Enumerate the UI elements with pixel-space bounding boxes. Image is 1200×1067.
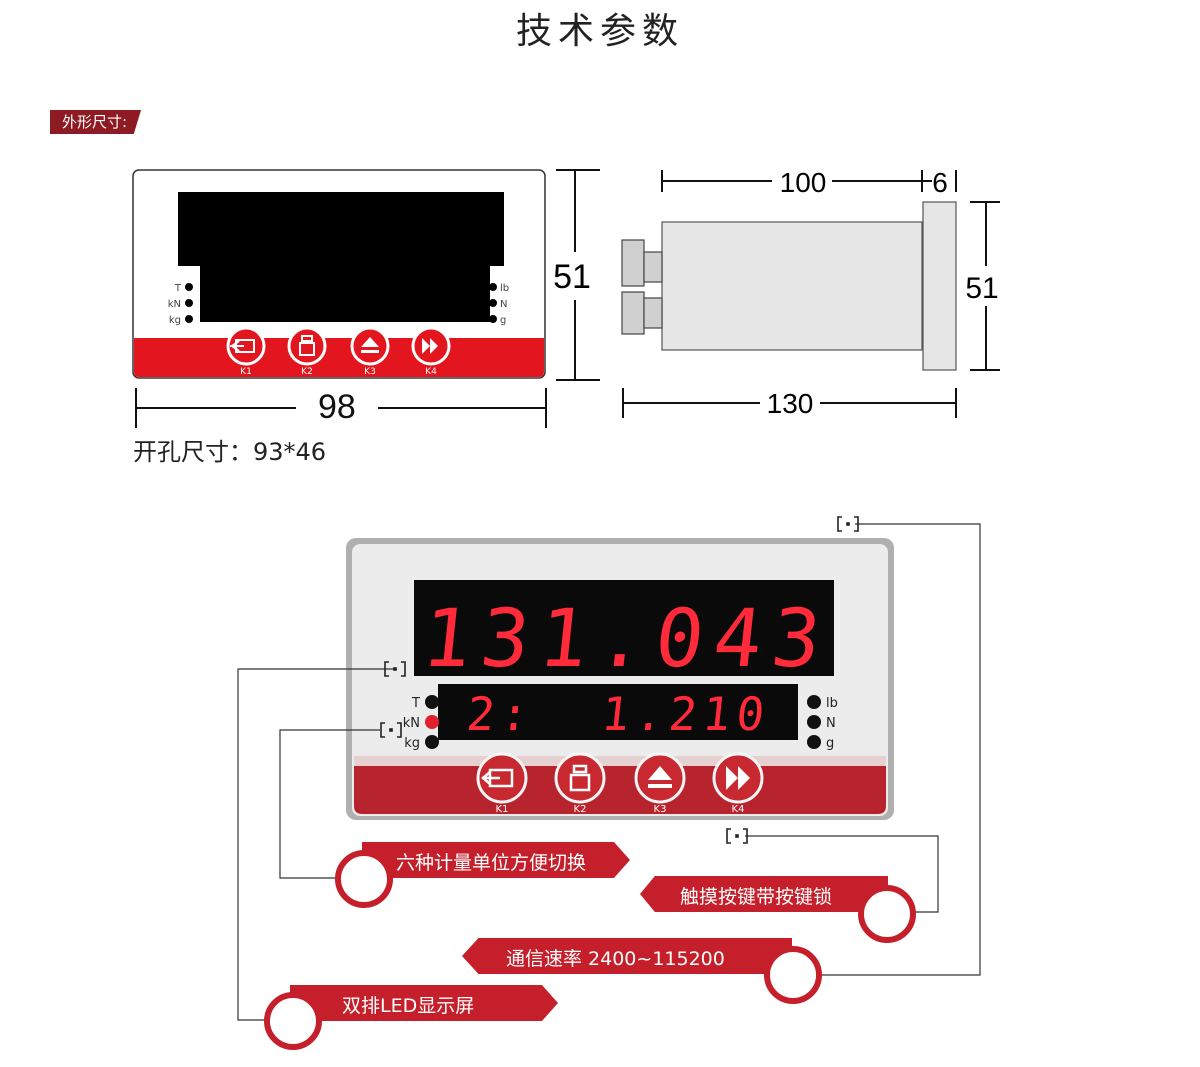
device-sub-display: 2: 1.210: [464, 687, 773, 741]
feature-callout-units: 六种计量单位方便切换: [362, 842, 630, 878]
device-left-indicators: T kN kg: [403, 695, 439, 751]
side-total-dimension-line: [622, 388, 957, 418]
side-height-dimension-line: [970, 201, 1000, 371]
device-key-k2-icon: [554, 752, 606, 804]
device-key-k4-icon: [712, 752, 764, 804]
feature-callout-led-display: 双排LED显示屏: [290, 985, 558, 1021]
feature-touch-keys-text: 触摸按键带按键锁: [680, 886, 833, 908]
feature-units-badge: [335, 850, 393, 908]
device-indicator-g: g: [826, 736, 834, 751]
side-connector-bottom: [621, 291, 663, 335]
side-height-label: 51: [965, 272, 998, 305]
device-photo: 131.043 2: 1.210 T kN kg lb N g K1 K2 K3…: [346, 538, 894, 820]
device-indicator-kn: kN: [403, 716, 420, 731]
device-key-k1-label: K1: [496, 804, 509, 815]
device-main-display-bg: [414, 580, 834, 676]
side-depth-dimension-line: [661, 170, 957, 192]
device-key-k3-label: K3: [654, 804, 667, 815]
side-total-label: 130: [767, 388, 814, 419]
front-key-k1-icon: [226, 326, 266, 366]
feature-led-display-text: 双排LED显示屏: [342, 995, 475, 1017]
front-indicator-kn: kN: [168, 299, 181, 310]
page-title: 技术参数: [515, 11, 684, 52]
device-indicator-kg: kg: [404, 736, 420, 751]
front-width-dimension-line: [135, 388, 547, 428]
side-bezel: [922, 201, 957, 371]
front-right-indicators: lb N g: [489, 283, 509, 326]
device-indicator-n: N: [826, 716, 836, 731]
device-indicator-lb: lb: [826, 696, 838, 711]
device-key-k2-label: K2: [574, 804, 587, 815]
front-key-k3-label: K3: [364, 367, 376, 377]
feature-units-text: 六种计量单位方便切换: [396, 852, 587, 874]
front-width-label: 98: [318, 388, 356, 426]
side-view-drawing: 100 6 51 130: [621, 167, 1000, 419]
front-indicator-kg: kg: [169, 315, 181, 326]
front-key-k2-label: K2: [301, 367, 313, 377]
device-main-display: 131.043: [418, 592, 835, 685]
front-indicator-t: T: [174, 283, 182, 294]
side-depth-label: 100: [780, 167, 827, 198]
section-tag: 外形尺寸:: [50, 110, 142, 134]
front-indicator-g: g: [500, 315, 506, 326]
front-key-k4-icon: [411, 326, 451, 366]
device-key-k1-icon: [476, 752, 528, 804]
device-indicator-t: T: [411, 696, 420, 711]
device-sub-display-bg: [438, 684, 798, 740]
feature-callout-touch-keys: 触摸按键带按键锁: [640, 876, 888, 912]
feature-baud-rate-badge: [764, 946, 822, 1004]
front-height-label: 51: [553, 258, 591, 296]
front-indicator-n: N: [500, 299, 507, 310]
front-key-k1-label: K1: [240, 367, 252, 377]
front-key-k4-label: K4: [425, 367, 437, 377]
feature-touch-keys-badge: [858, 885, 916, 943]
side-connector-top: [621, 239, 663, 287]
feature-callout-baud-rate: 通信速率 2400~115200: [462, 938, 792, 974]
front-display-window: [178, 192, 504, 322]
feature-baud-rate-text: 通信速率 2400~115200: [506, 948, 725, 970]
device-key-k4-label: K4: [732, 804, 745, 815]
front-left-indicators: T kN kg: [168, 283, 193, 326]
side-bezel-label: 6: [932, 167, 948, 198]
front-key-k2-icon: [287, 326, 327, 366]
front-height-dimension-line: [556, 169, 600, 381]
front-indicator-lb: lb: [500, 283, 509, 294]
front-key-k3-icon: [350, 326, 390, 366]
cutout-size-text: 开孔尺寸：93*46: [133, 438, 327, 466]
front-panel-red-band: [134, 338, 544, 377]
feature-led-display-badge: [264, 992, 322, 1050]
device-red-band: [354, 762, 886, 814]
device-key-k3-icon: [634, 752, 686, 804]
side-body: [661, 221, 923, 351]
front-view-drawing: T kN kg lb N g K1 K2 K3 K4 51: [132, 169, 600, 428]
